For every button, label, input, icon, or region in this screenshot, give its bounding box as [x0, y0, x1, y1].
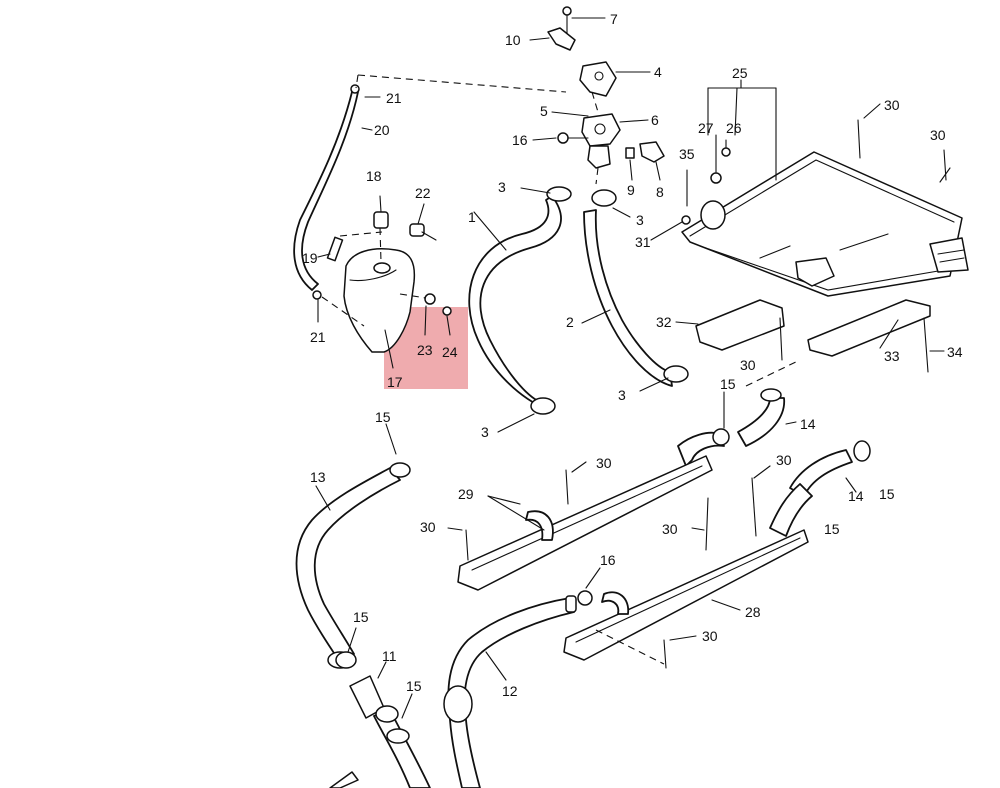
hose-14-upper: [737, 397, 785, 447]
cooler-unit: [650, 79, 969, 297]
tray-29: [457, 455, 713, 591]
hose-1: [468, 195, 562, 411]
bracket-33: [807, 299, 931, 357]
hose-14-lower: [789, 449, 853, 497]
elbow-15: [677, 431, 725, 467]
hose-12: [447, 597, 575, 788]
hose-2: [583, 209, 673, 387]
overflow-hose-20: [293, 91, 359, 291]
valve-assembly: [529, 6, 665, 185]
bracket-32: [695, 299, 785, 351]
tray-28: [563, 529, 809, 661]
hose-13: [295, 467, 401, 663]
reservoir-tank-17: [343, 248, 416, 353]
